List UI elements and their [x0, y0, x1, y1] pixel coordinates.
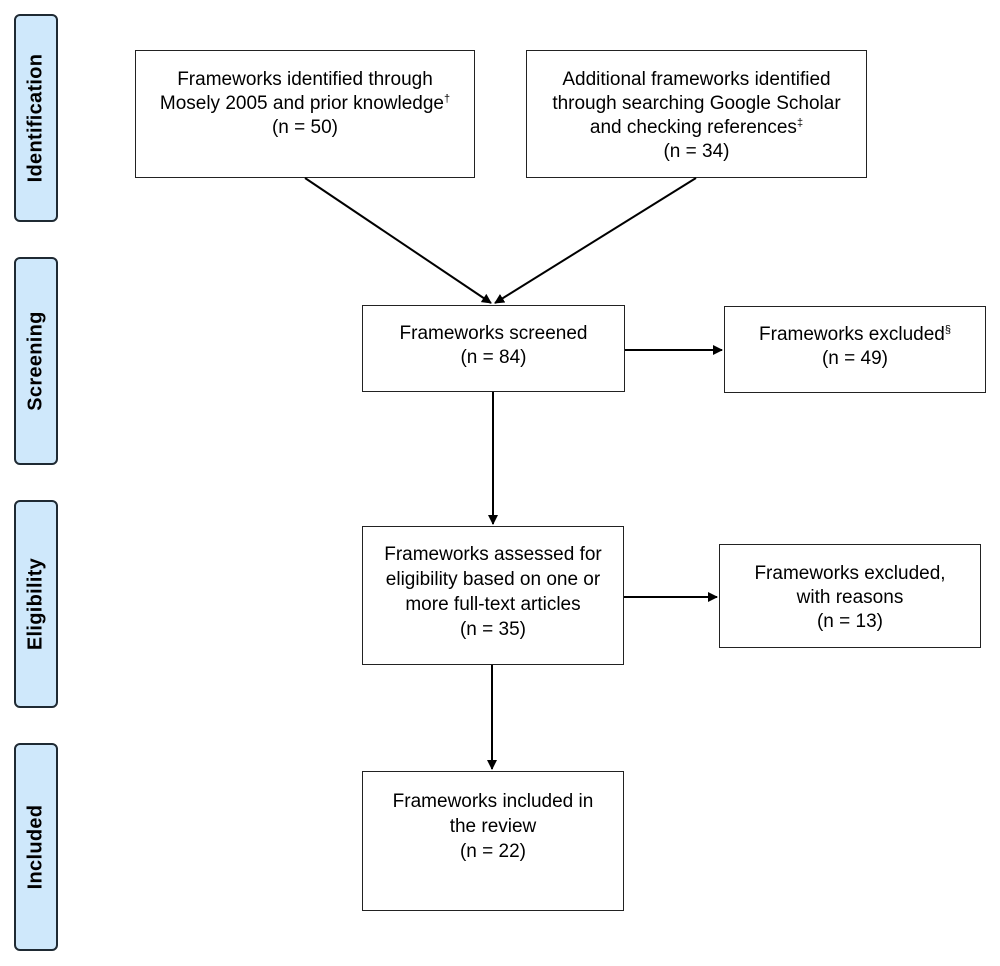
box-included-line1: Frameworks included in [392, 791, 594, 812]
box-excluded-eligibility-count: (n = 13) [816, 611, 883, 632]
box-identified-prior: Frameworks identified through Mosely 200… [135, 50, 475, 178]
box-eligibility-line1: Frameworks assessed for [384, 544, 602, 565]
box-excluded-screening: Frameworks excluded§ (n = 49) [724, 306, 986, 393]
stage-label-identification: Identification [24, 53, 47, 183]
stage-tab-screening: Screening [14, 257, 58, 465]
double-dagger-footnote-mark: ‡ [796, 117, 804, 129]
box-eligibility-line3: more full-text articles [405, 594, 581, 615]
box-eligibility-count: (n = 35) [459, 619, 526, 640]
arrow-prior-to-screened [304, 177, 492, 304]
box-identified-additional-count: (n = 34) [663, 141, 730, 162]
box-identified-additional-line2: through searching Google Scholar [552, 93, 841, 114]
box-identified-additional-line3-wrap: and checking references‡ [590, 116, 803, 140]
box-identified-prior-line2: Mosely 2005 and prior knowledge [159, 93, 444, 114]
box-identified-additional-line1: Additional frameworks identified [562, 69, 831, 90]
box-identified-additional: Additional frameworks identified through… [526, 50, 867, 178]
box-eligibility-line2: eligibility based on one or [385, 569, 601, 590]
box-excluded-eligibility-line1: Frameworks excluded, [754, 563, 946, 584]
box-included-line2: the review [449, 816, 537, 837]
box-excluded-screening-count: (n = 49) [821, 348, 888, 369]
box-identified-additional-line3: and checking references [589, 117, 797, 138]
stage-tab-included: Included [14, 743, 58, 951]
box-identified-prior-line1: Frameworks identified through [177, 69, 433, 90]
stage-tab-identification: Identification [14, 14, 58, 222]
stage-label-eligibility: Eligibility [24, 557, 47, 651]
box-included: Frameworks included in the review (n = 2… [362, 771, 624, 911]
stage-label-screening: Screening [24, 311, 47, 411]
box-excluded-eligibility: Frameworks excluded, with reasons (n = 1… [719, 544, 981, 648]
box-identified-prior-count: (n = 50) [271, 117, 338, 138]
dagger-footnote-mark: † [444, 93, 451, 105]
box-excluded-screening-line1-wrap: Frameworks excluded§ [759, 323, 951, 347]
box-included-count: (n = 22) [459, 841, 526, 862]
stage-tab-eligibility: Eligibility [14, 500, 58, 708]
box-screened: Frameworks screened (n = 84) [362, 305, 625, 392]
arrow-additional-to-screened [494, 177, 697, 304]
stage-label-included: Included [24, 804, 47, 890]
box-excluded-screening-line1: Frameworks excluded [759, 324, 945, 345]
box-screened-count: (n = 84) [460, 347, 527, 368]
section-footnote-mark: § [944, 324, 951, 336]
box-identified-prior-line2-wrap: Mosely 2005 and prior knowledge† [160, 92, 450, 116]
box-excluded-eligibility-line2: with reasons [796, 587, 904, 608]
box-eligibility: Frameworks assessed for eligibility base… [362, 526, 624, 665]
box-screened-line1: Frameworks screened [399, 323, 588, 344]
